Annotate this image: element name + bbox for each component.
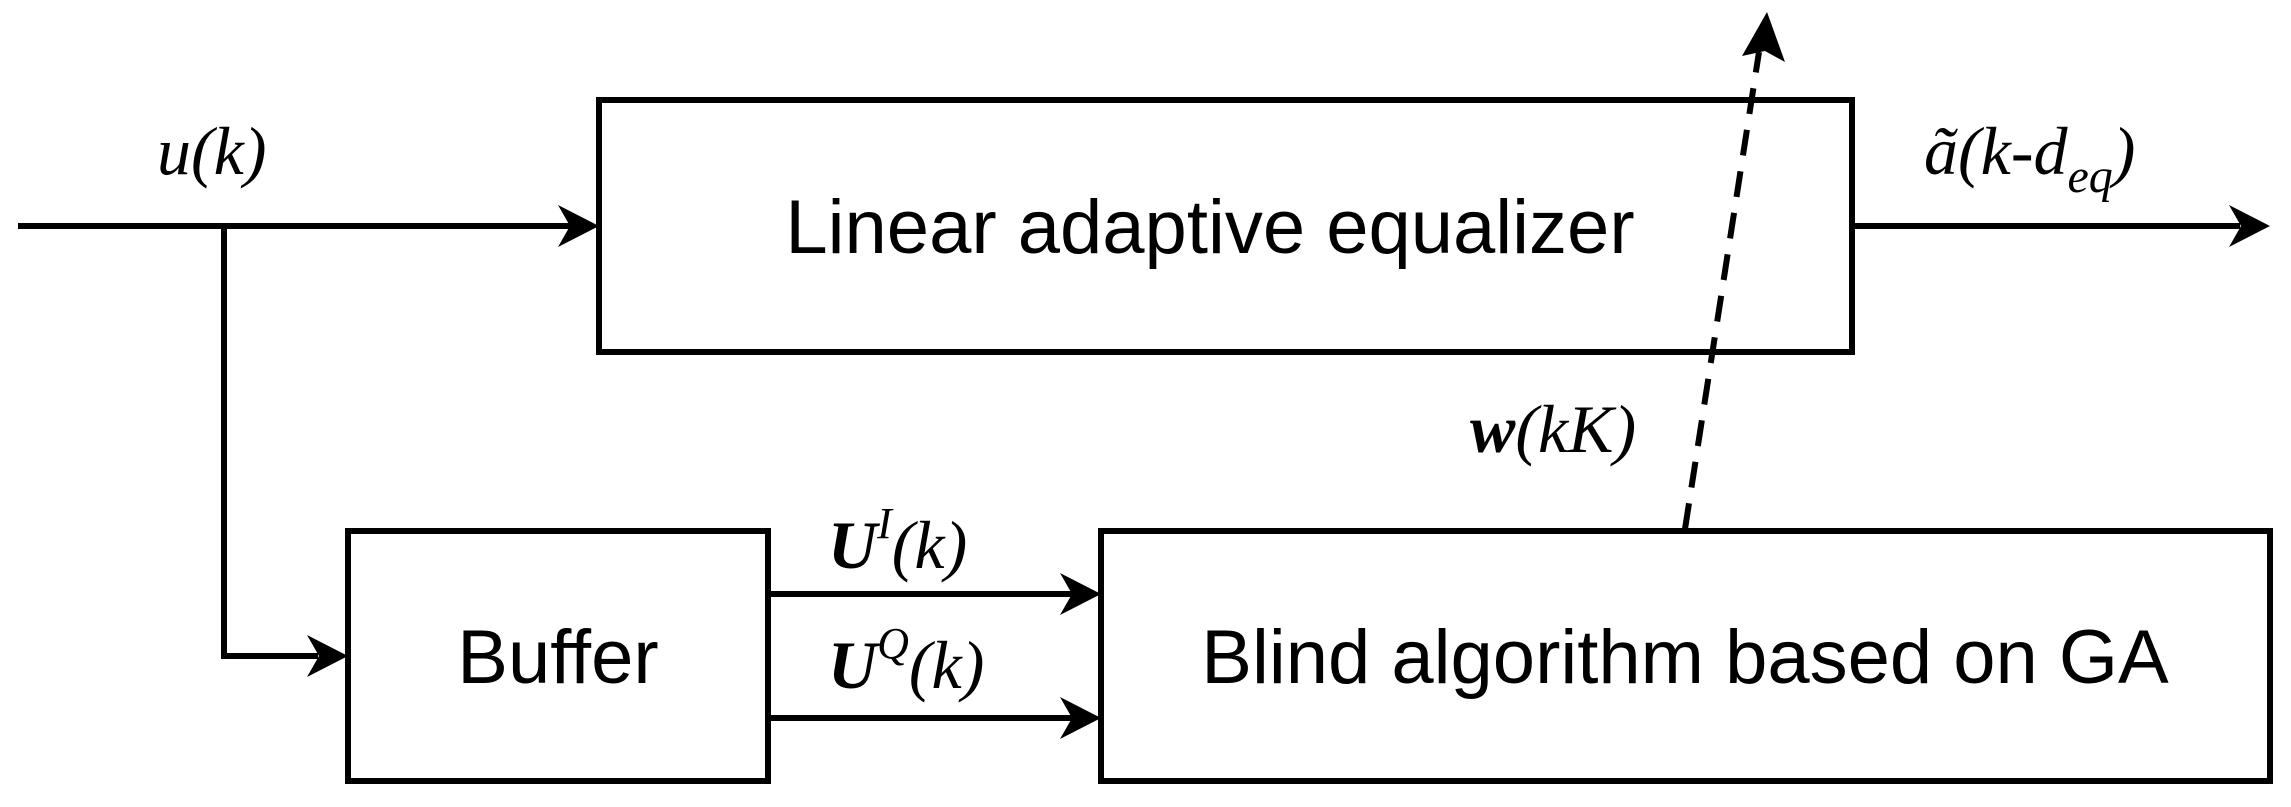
output-arrowhead — [2229, 205, 2270, 247]
weight-update-arrowhead — [1742, 12, 1785, 62]
weights-signal-label: w(kK) — [1470, 391, 1636, 467]
output-signal-label: ã(k-deq) — [1924, 113, 2135, 203]
in-phase-signal-label: UI(k) — [828, 499, 967, 583]
blind-algorithm-label: Blind algorithm based on GA — [1201, 615, 2169, 700]
quadrature-signal-label: UQ(k) — [828, 619, 984, 703]
buffer-input-arrowhead — [307, 635, 348, 677]
blind-algorithm-block — [1098, 528, 2273, 784]
equalizer-label: Linear adaptive equalizer — [785, 185, 1634, 270]
buffer-block — [345, 528, 771, 784]
quadrature-arrowhead — [1060, 697, 1101, 739]
buffer-label: Buffer — [457, 615, 658, 700]
buffer-branch-line — [221, 226, 318, 659]
equalizer-input-arrowhead — [558, 205, 599, 247]
in-phase-arrowhead — [1060, 573, 1101, 615]
weight-update-line — [1682, 51, 1762, 530]
equalizer-block — [596, 97, 1855, 355]
input-signal-label: u(k) — [157, 113, 266, 189]
